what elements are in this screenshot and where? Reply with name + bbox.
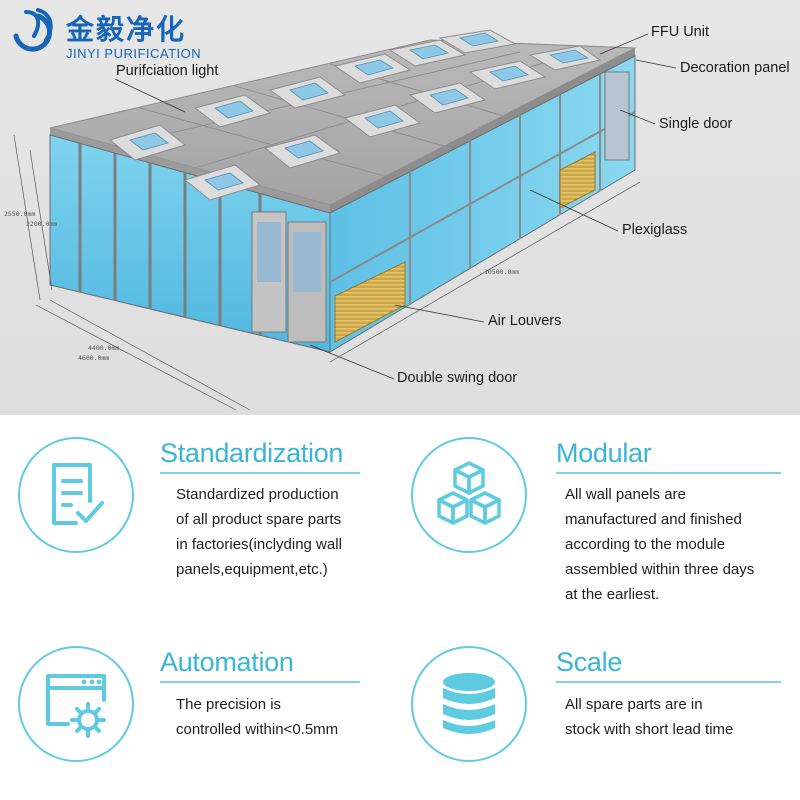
feature-icon-ring xyxy=(411,646,527,762)
brand-name-en: JINYI PURIFICATION xyxy=(66,46,202,61)
feature-description: All wall panels are manufactured and fin… xyxy=(565,482,790,607)
description-line: manufactured and finished xyxy=(565,511,742,528)
feature-description: The precision is controlled within<0.5mm xyxy=(176,692,386,742)
title-underline xyxy=(160,681,360,683)
feature-title: Scale xyxy=(556,647,623,677)
callout-purification-light: Purifciation light xyxy=(116,63,219,79)
feature-icon-ring xyxy=(18,437,134,553)
description-line: All wall panels are xyxy=(565,486,686,503)
dim-length: 10500.0mm xyxy=(484,268,520,276)
feature-description: All spare parts are in stock with short … xyxy=(565,692,790,742)
description-line: assembled within three days xyxy=(565,561,755,578)
callout-double-swing-door: Double swing door xyxy=(397,370,518,386)
title-underline xyxy=(160,472,360,474)
brand-name-cn: 金毅净化 xyxy=(66,13,187,46)
feature-description: Standardized production of all product s… xyxy=(176,482,386,582)
callout-plexiglass: Plexiglass xyxy=(622,222,688,238)
dim-width-inner: 4400.0mm xyxy=(88,344,120,352)
callout-decoration-panel: Decoration panel xyxy=(680,60,790,76)
feature-icon-ring xyxy=(411,437,527,553)
dim-width-outer: 4600.0mm xyxy=(78,354,110,362)
feature-title: Standardization xyxy=(160,438,344,468)
description-line: in factories(inclyding wall xyxy=(176,536,342,553)
description-line: panels,equipment,etc.) xyxy=(176,561,328,578)
feature-icon-ring xyxy=(18,646,134,762)
description-line: controlled within<0.5mm xyxy=(176,721,339,738)
description-line: stock with short lead time xyxy=(565,721,734,738)
description-line: All spare parts are in xyxy=(565,696,703,713)
description-line: Standardized production xyxy=(176,486,339,503)
feature-title: Automation xyxy=(160,647,294,677)
title-underline xyxy=(556,472,781,474)
callout-single-door: Single door xyxy=(659,116,733,132)
cubes-icon xyxy=(437,461,501,525)
description-line: The precision is xyxy=(176,696,282,713)
cleanroom-diagram: 金毅净化 JINYI PURIFICATION FFU Unit Decorat… xyxy=(0,0,800,415)
callout-ffu-unit: FFU Unit xyxy=(651,24,709,40)
document-check-icon xyxy=(52,463,104,525)
cleanroom-illustration xyxy=(13,29,677,411)
database-icon xyxy=(443,673,495,734)
description-line: at the earliest. xyxy=(565,586,660,603)
title-underline xyxy=(556,681,781,683)
description-line: of all product spare parts xyxy=(176,511,342,528)
jinyi-logo-mark-icon xyxy=(13,8,53,52)
description-line: according to the module xyxy=(565,536,726,553)
browser-gear-icon xyxy=(46,674,106,738)
feature-title: Modular xyxy=(556,438,652,468)
callout-air-louvers: Air Louvers xyxy=(488,313,562,329)
dim-height-inner: 2200.0mm xyxy=(26,220,58,228)
dim-height-outer: 2550.0mm xyxy=(4,210,36,218)
